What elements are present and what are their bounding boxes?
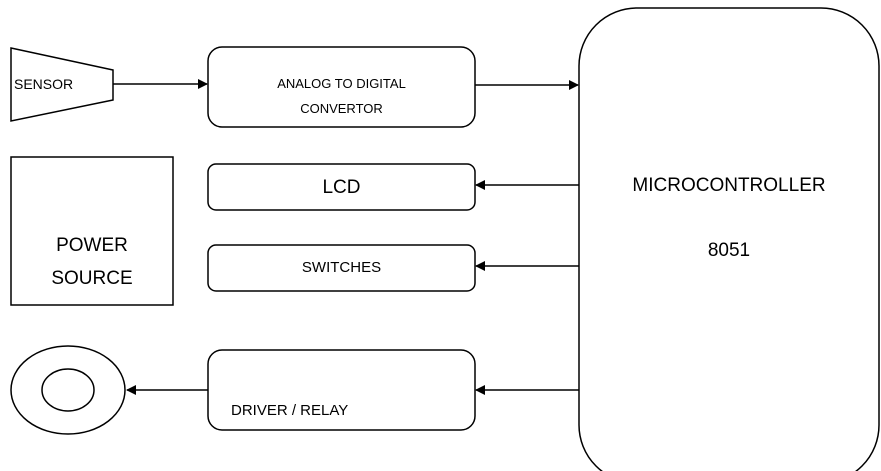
driver-relay-label: DRIVER / RELAY bbox=[231, 402, 349, 419]
microcontroller-block bbox=[578, 7, 880, 471]
power-label-line1: POWER bbox=[56, 235, 128, 256]
power-label-line2: SOURCE bbox=[51, 268, 133, 289]
sensor-label: SENSOR bbox=[14, 76, 74, 92]
adc-label-line1: ANALOG TO DIGITAL bbox=[277, 76, 406, 91]
sensor-shape bbox=[10, 47, 114, 122]
load-inner-ellipse bbox=[41, 368, 95, 412]
microcontroller-model: 8051 bbox=[707, 240, 751, 261]
adc-block bbox=[207, 46, 476, 128]
power-source-block bbox=[10, 156, 174, 306]
lcd-label: LCD bbox=[322, 177, 361, 198]
adc-label-line2: CONVERTOR bbox=[300, 101, 383, 113]
switches-label: SWITCHES bbox=[301, 259, 382, 276]
microcontroller-label: MICROCONTROLLER bbox=[632, 175, 826, 196]
